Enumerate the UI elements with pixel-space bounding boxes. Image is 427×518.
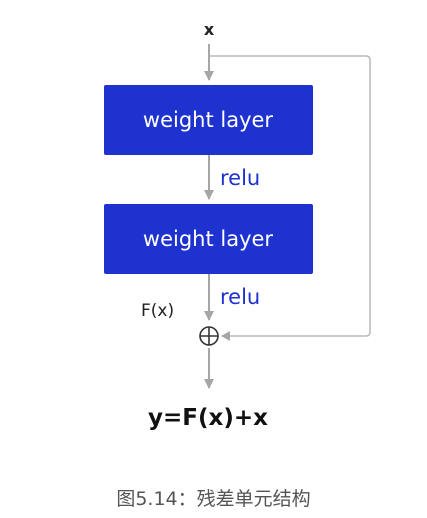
fx-label: F(x) <box>141 301 174 321</box>
weight-layer-1-label: weight layer <box>143 108 274 132</box>
relu-2-label: relu <box>220 285 260 309</box>
weight-layer-1-box <box>104 85 313 155</box>
residual-block-diagram: x weight layer relu weight layer relu F(… <box>104 20 371 431</box>
relu-1-label: relu <box>220 166 260 190</box>
figure-caption: 图5.14：残差单元结构 <box>116 488 311 510</box>
weight-layer-2-label: weight layer <box>143 227 274 251</box>
skip-connection-arrowhead <box>221 331 230 341</box>
sum-node-icon <box>199 326 219 346</box>
output-formula: y=F(x)+x <box>148 405 268 431</box>
weight-layer-2-box <box>104 204 313 274</box>
skip-connection-line <box>209 55 371 337</box>
input-label: x <box>204 20 215 39</box>
